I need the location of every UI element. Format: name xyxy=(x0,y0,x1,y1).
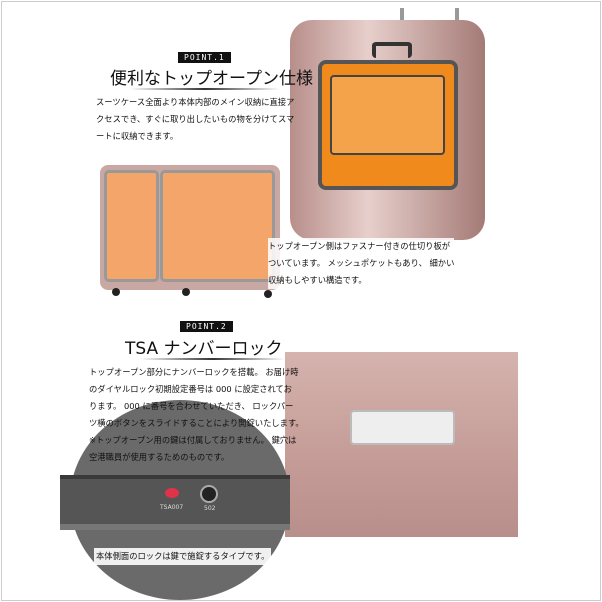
point1-caption-line: ついています。 メッシュポケットもあり、 細かい xyxy=(268,258,455,268)
divider xyxy=(140,358,285,360)
side-lock-bar xyxy=(60,475,290,530)
keyhole-icon xyxy=(200,485,218,503)
point1-title: 便利なトップオープン仕様 xyxy=(110,69,313,89)
suitcase-handle xyxy=(372,42,412,58)
interior-left xyxy=(104,170,159,282)
point2-body-line: 空港職員が使用するためのものです。 xyxy=(89,452,230,462)
tsa-logo-icon xyxy=(165,488,179,498)
point2-body-line: トップオープン部分にナンバーロックを搭載。 お届け時 xyxy=(89,367,299,377)
point2-body-line: のダイヤルロック初期設定番号は 000 に設定されてお xyxy=(89,384,292,394)
point2-body-line: ※トップオープン用の鍵は付属しておりません。 鍵穴は xyxy=(89,435,297,445)
mesh-pocket xyxy=(330,75,445,155)
interior-right xyxy=(160,170,275,282)
point2-title: TSA ナンバーロック xyxy=(125,339,283,359)
point2-caption: 本体側面のロックは鍵で施錠するタイプです。 xyxy=(94,548,272,565)
point1-caption-line: 収納もしやすい構造です。 xyxy=(268,275,367,285)
number-dial-lock xyxy=(350,410,455,445)
point1-badge: POINT.1 xyxy=(178,52,231,63)
point1-caption-line: トップオープン側はファスナー付きの仕切り板が xyxy=(268,241,451,251)
wheel xyxy=(264,290,272,298)
wheel xyxy=(182,288,190,296)
point2-body-line: ります。 000 に番号を合わせていただき、 ロックパー xyxy=(89,401,294,411)
divider xyxy=(130,88,280,90)
point1-body-line: スーツケース全面より本体内部のメイン収納に直接ア xyxy=(96,97,295,107)
point1-body-line: クセスでき、すぐに取り出したいもの物を分けてスマ xyxy=(96,114,295,124)
key-label: 502 xyxy=(204,505,216,512)
tsa-lock-label: TSA007 xyxy=(160,504,184,511)
wheel xyxy=(112,288,120,296)
point1-body-line: ートに収納できます。 xyxy=(96,131,179,141)
point2-body-line: ツ横のボタンをスライドすることにより開錠いたします。 xyxy=(89,418,304,428)
point2-badge: POINT.2 xyxy=(180,321,233,332)
